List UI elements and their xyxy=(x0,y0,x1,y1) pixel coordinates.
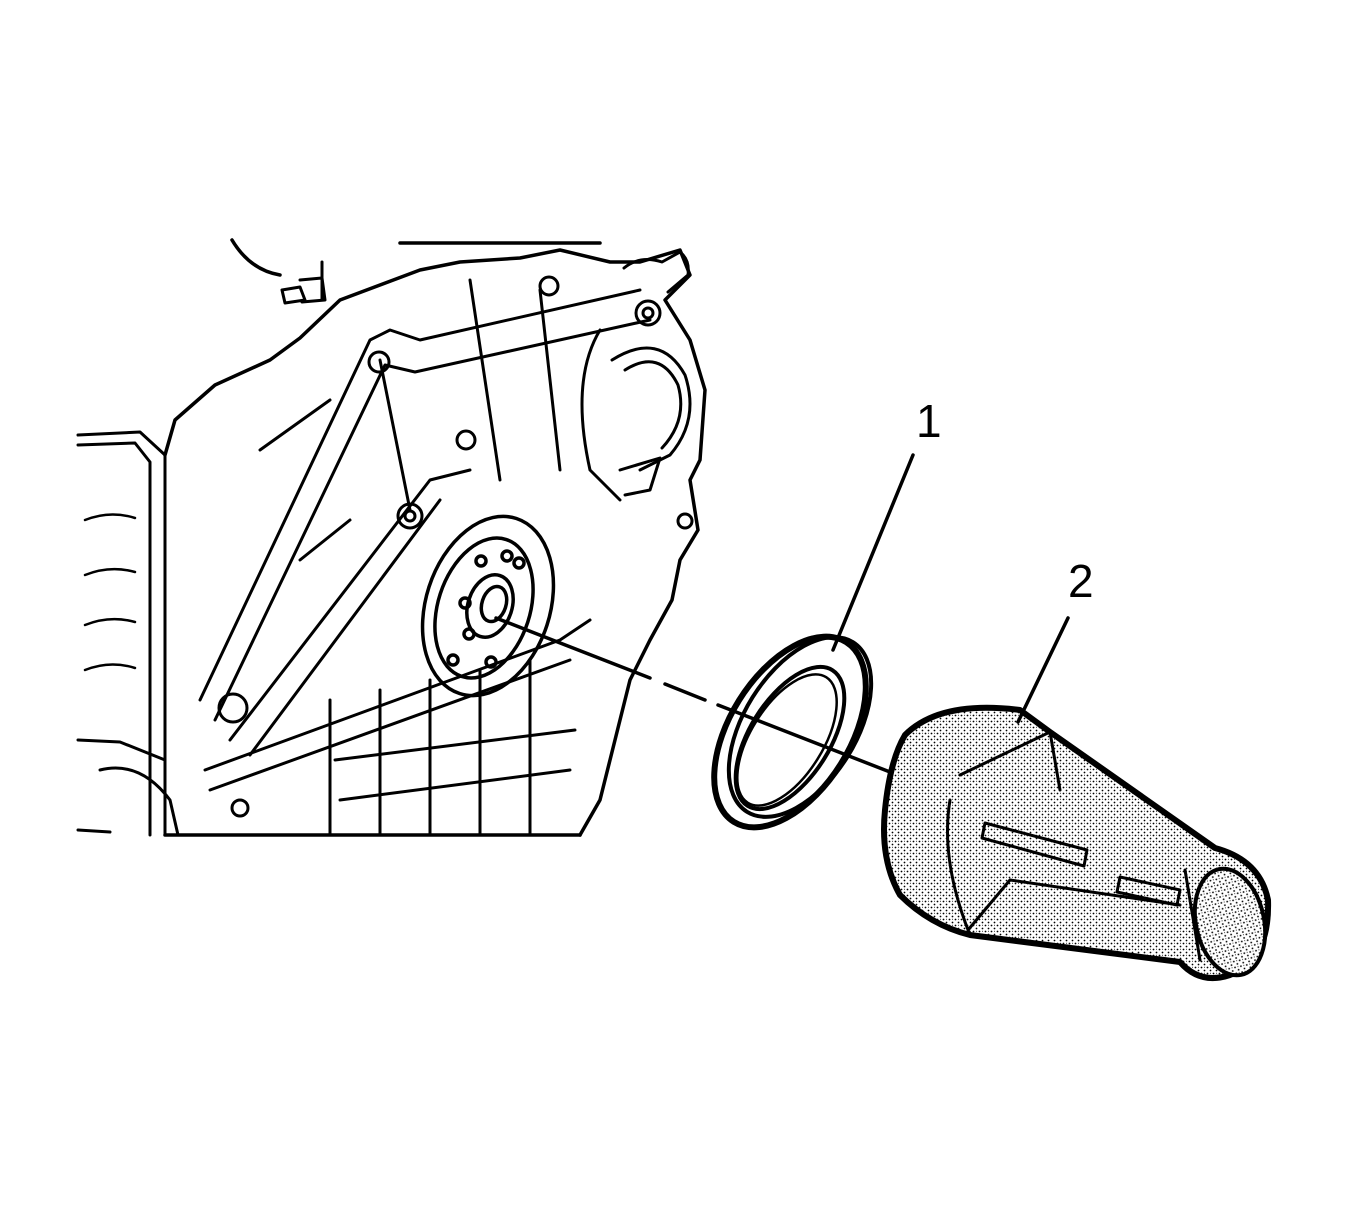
leader-line-1 xyxy=(831,453,915,652)
oil-pan-housing xyxy=(76,430,180,837)
callout-leaders xyxy=(831,453,1070,724)
engine-front-cover-icon xyxy=(76,238,707,837)
callout-label-1: 1 xyxy=(916,395,942,447)
leader-line-2 xyxy=(1016,616,1070,724)
installer-body xyxy=(881,704,1272,981)
crankshaft-flange xyxy=(420,514,556,698)
installer-front-face xyxy=(1192,866,1268,978)
timing-cover-lobe xyxy=(610,346,692,497)
crankshaft-seal-icon xyxy=(711,633,874,831)
cover-ribs xyxy=(198,278,652,837)
seal-installer-tool-icon xyxy=(881,704,1272,981)
fitting-nozzle xyxy=(280,260,327,305)
alignment-centerline xyxy=(494,616,892,774)
callout-label-2: 2 xyxy=(1068,555,1094,607)
block-outline xyxy=(163,238,707,837)
bolt-bosses xyxy=(217,250,694,818)
